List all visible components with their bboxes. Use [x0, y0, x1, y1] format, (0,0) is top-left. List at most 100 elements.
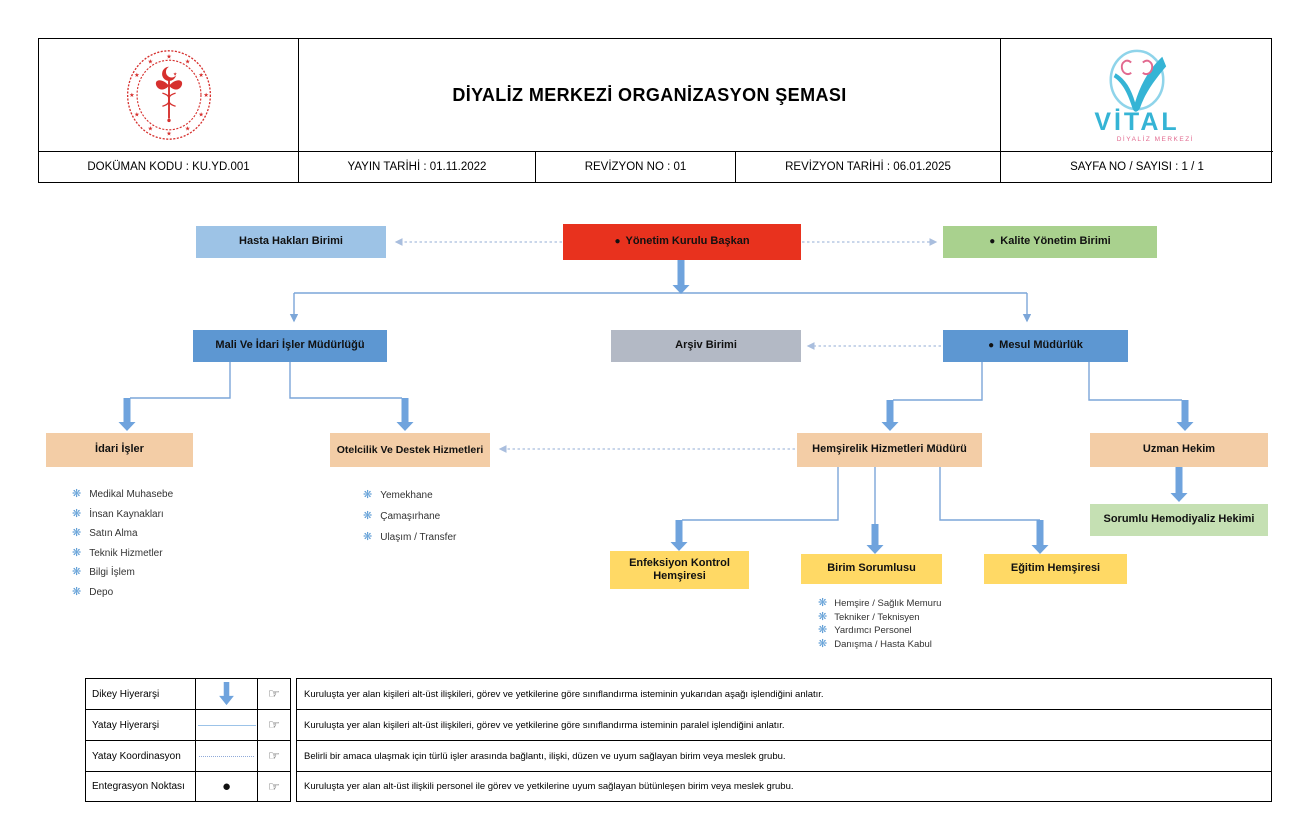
node-label: Uzman Hekim [1142, 443, 1216, 456]
node-birim-sorumlusu: Birim Sorumlusu [801, 554, 942, 584]
filled-circle-symbol: ● [196, 772, 258, 801]
idari-isler-list: ❋Medikal Muhasebe ❋İnsan Kaynakları ❋Sat… [72, 485, 173, 602]
list-item: ❋Bilgi İşlem [72, 566, 135, 579]
node-label: Sorumlu Hemodiyaliz Hekimi [1103, 513, 1255, 526]
vital-wordmark: VİTAL [1094, 108, 1180, 137]
legend-row-dikey: Dikey Hiyerarşi ☞ [86, 679, 290, 709]
svg-text:★: ★ [134, 112, 140, 119]
flower-bullet-icon: ❋ [72, 527, 82, 540]
legend-symbol-table: Dikey Hiyerarşi ☞ Yatay Hiyerarşi ☞ Yata… [85, 678, 291, 802]
svg-text:★: ★ [166, 130, 172, 137]
node-label: Eğitim Hemşiresi [1010, 562, 1101, 575]
legend-description: Kuruluşta yer alan kişileri alt-üst iliş… [304, 688, 824, 700]
revision-date-cell: REVİZYON TARİHİ : 06.01.2025 [736, 151, 1001, 182]
pointing-hand-icon: ☞ [268, 686, 280, 701]
svg-text:★: ★ [198, 72, 204, 79]
node-label: Kalite Yönetim Birimi [1000, 235, 1111, 248]
legend-label: Dikey Hiyerarşi [86, 679, 196, 709]
header-table: ★★★ ★★★ ★★★ ★★★ ★ DİYALİZ MERKEZİ ORGANİ… [38, 38, 1273, 183]
dotted-line-symbol [196, 741, 258, 771]
legend-description: Belirli bir amaca ulaşmak için türlü işl… [304, 750, 786, 762]
flower-bullet-icon: ❋ [363, 489, 373, 501]
title-cell: DİYALİZ MERKEZİ ORGANİZASYON ŞEMASI [299, 39, 1001, 151]
flower-bullet-icon: ❋ [72, 585, 82, 598]
svg-text:★: ★ [203, 92, 209, 99]
node-label: Enfeksiyon Kontrol Hemşiresi [629, 556, 730, 582]
list-item: ❋Yardımcı Personel [818, 624, 912, 637]
otelcilik-list: ❋Yemekhane ❋Çamaşırhane ❋Ulaşım / Transf… [363, 485, 456, 548]
integration-point-icon: ● [988, 340, 995, 351]
list-item: ❋İnsan Kaynakları [72, 507, 164, 520]
pointing-hand-icon: ☞ [268, 748, 280, 763]
legend-label: Entegrasyon Noktası [86, 772, 196, 801]
node-idari-isler: İdari İşler [46, 433, 193, 467]
solid-line-symbol [196, 710, 258, 740]
flower-bullet-icon: ❋ [363, 510, 373, 522]
flower-bullet-icon: ❋ [72, 488, 82, 501]
pointing-hand-icon: ☞ [268, 778, 280, 794]
flower-bullet-icon: ❋ [72, 566, 82, 579]
svg-text:★: ★ [147, 58, 153, 65]
list-item: ❋Çamaşırhane [363, 510, 441, 523]
integration-point-icon: ● [614, 236, 621, 247]
list-item: ❋Hemşire / Sağlık Memuru [818, 597, 942, 610]
vital-logo-icon [1109, 49, 1167, 113]
list-item: ❋Tekniker / Teknisyen [818, 610, 920, 623]
svg-text:★: ★ [166, 53, 172, 60]
svg-text:★: ★ [129, 92, 135, 99]
list-item: ❋Ulaşım / Transfer [363, 531, 457, 544]
solid-hierarchy-lines [130, 292, 1182, 524]
svg-text:★: ★ [173, 71, 177, 77]
node-otelcilik-destek: Otelcilik Ve Destek Hizmetleri [330, 433, 490, 467]
node-mali-idari-isler: Mali Ve İdari İşler Müdürlüğü [193, 330, 387, 362]
node-hemsirelik-hizmetleri: Hemşirelik Hizmetleri Müdürü [797, 433, 982, 467]
node-label: Yönetim Kurulu Başkan [625, 235, 750, 248]
thick-hierarchy-arrows [118, 260, 1194, 554]
vital-subtitle: DİYALİZ MERKEZİ [1116, 136, 1194, 144]
legend-row-entegrasyon: Entegrasyon Noktası ● ☞ [86, 771, 290, 801]
list-item: ❋Danışma / Hasta Kabul [818, 637, 932, 650]
ministry-logo-cell: ★★★ ★★★ ★★★ ★★★ ★ [39, 39, 299, 151]
ministry-of-health-logo-icon: ★★★ ★★★ ★★★ ★★★ ★ [126, 50, 211, 140]
vital-logo: VİTAL DİYALİZ MERKEZİ [1078, 46, 1196, 144]
legend-description: Kuruluşta yer alan kişileri alt-üst iliş… [304, 719, 785, 731]
node-mesul-mudurluk: ● Mesul Müdürlük [943, 330, 1128, 362]
list-item: ❋Yemekhane [363, 489, 433, 502]
legend-row-yatay: Yatay Hiyerarşi ☞ [86, 709, 290, 740]
flower-bullet-icon: ❋ [363, 531, 373, 543]
node-label: Mali Ve İdari İşler Müdürlüğü [215, 339, 365, 352]
node-hasta-haklari-birimi: Hasta Hakları Birimi [196, 226, 386, 258]
publish-date-cell: YAYIN TARİHİ : 01.11.2022 [299, 151, 536, 182]
list-item: ❋Medikal Muhasebe [72, 488, 174, 501]
svg-text:★: ★ [198, 112, 204, 119]
node-label: Mesul Müdürlük [999, 339, 1083, 352]
legend-row-koordinasyon: Yatay Koordinasyon ☞ [86, 740, 290, 771]
legend-description: Kuruluşta yer alan alt-üst ilişkili pers… [304, 781, 794, 792]
list-item: ❋Satın Alma [72, 527, 138, 540]
node-label: Hemşirelik Hizmetleri Müdürü [812, 443, 967, 456]
flower-bullet-icon: ❋ [818, 597, 828, 610]
svg-text:★: ★ [147, 125, 153, 132]
flower-bullet-icon: ❋ [818, 624, 828, 637]
node-sorumlu-hemodiyaliz-hekimi: Sorumlu Hemodiyaliz Hekimi [1090, 504, 1268, 536]
flower-bullet-icon: ❋ [818, 637, 828, 650]
legend-label: Yatay Koordinasyon [86, 741, 196, 771]
flower-bullet-icon: ❋ [818, 610, 828, 623]
node-yonetim-kurulu-baskan: ● Yönetim Kurulu Başkan [563, 224, 801, 260]
flower-bullet-icon: ❋ [72, 546, 82, 559]
integration-point-icon: ● [989, 236, 996, 247]
list-item: ❋Depo [72, 585, 114, 598]
vital-logo-cell: VİTAL DİYALİZ MERKEZİ [1001, 39, 1273, 151]
flower-bullet-icon: ❋ [72, 507, 82, 520]
revision-no-cell: REVİZYON NO : 01 [536, 151, 736, 182]
thick-down-arrow-symbol [196, 679, 258, 709]
node-egitim-hemsiresi: Eğitim Hemşiresi [984, 554, 1127, 584]
page-no-cell: SAYFA NO / SAYISI : 1 / 1 [1001, 151, 1273, 182]
svg-text:★: ★ [134, 72, 140, 79]
node-label: İdari İşler [95, 443, 144, 456]
node-arsiv-birimi: Arşiv Birimi [611, 330, 801, 362]
birim-sorumlusu-list: ❋Hemşire / Sağlık Memuru ❋Tekniker / Tek… [818, 597, 941, 651]
node-label: Hasta Hakları Birimi [239, 235, 343, 248]
legend-label: Yatay Hiyerarşi [86, 710, 196, 740]
